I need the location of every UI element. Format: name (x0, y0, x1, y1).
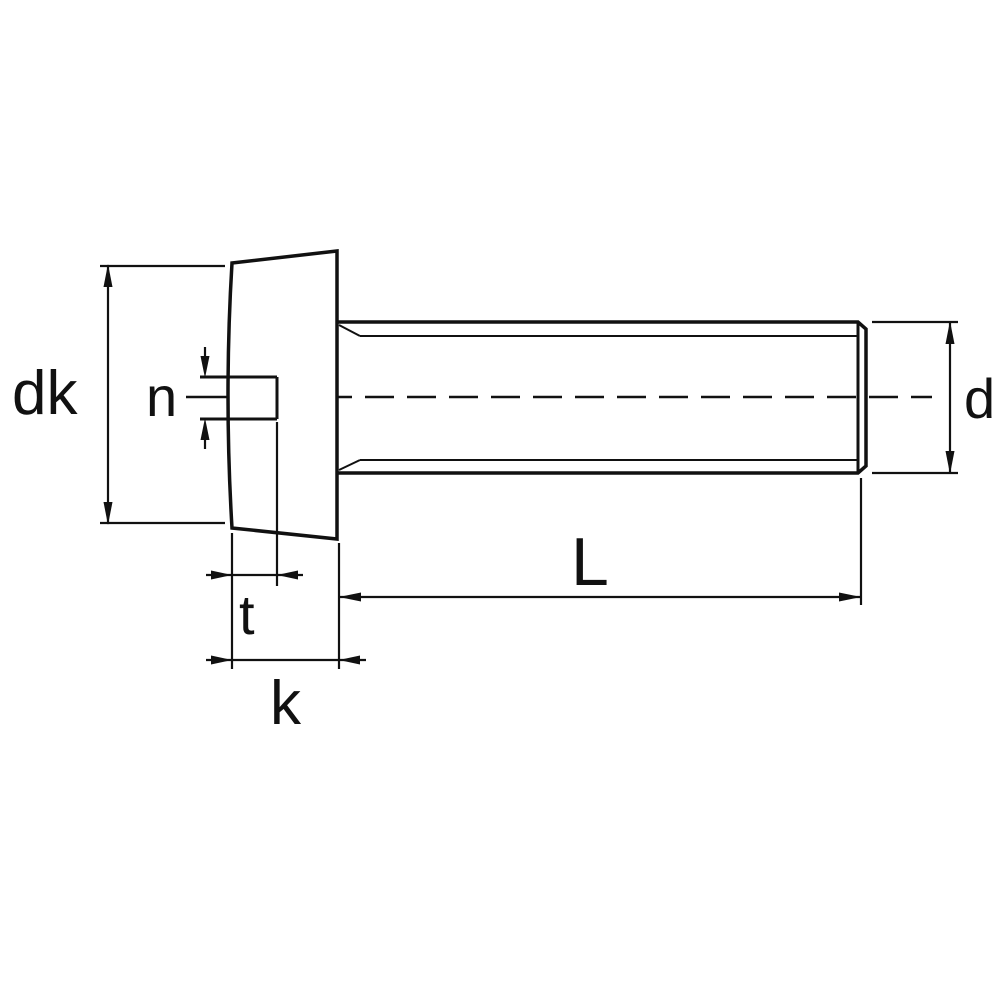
l-arrow-left (339, 592, 361, 602)
n-dimension: n (146, 347, 210, 449)
l-dimension: L (337, 478, 863, 669)
screw-head (226, 249, 339, 541)
k-arrow-left (211, 655, 232, 665)
dk-arrow-up (103, 264, 113, 287)
thread-runout-bottom (338, 459, 361, 471)
thread-runout-top (338, 324, 361, 337)
t-arrow-left (211, 570, 232, 580)
dk-label: dk (12, 359, 78, 428)
n-arrow-up (200, 418, 210, 440)
screw-slot (200, 375, 279, 421)
d-arrow-up (945, 321, 955, 344)
k-arrow-right (339, 655, 360, 665)
l-arrow-right (839, 592, 861, 602)
k-dimension: k (206, 655, 366, 738)
t-label: t (239, 583, 255, 646)
t-arrow-right (277, 570, 298, 580)
d-arrow-down (945, 451, 955, 474)
dk-dimension: dk (12, 264, 225, 525)
screw-shank (337, 320, 868, 475)
d-label: d (964, 367, 995, 430)
t-dimension: t (206, 422, 303, 669)
screw-head-outline (226, 249, 339, 541)
dk-arrow-down (103, 502, 113, 525)
n-arrow-down (200, 356, 210, 378)
shank-outline (337, 320, 868, 475)
d-dimension: d (872, 320, 995, 475)
l-label: L (571, 524, 609, 600)
n-label: n (146, 365, 177, 428)
k-label: k (270, 669, 302, 738)
